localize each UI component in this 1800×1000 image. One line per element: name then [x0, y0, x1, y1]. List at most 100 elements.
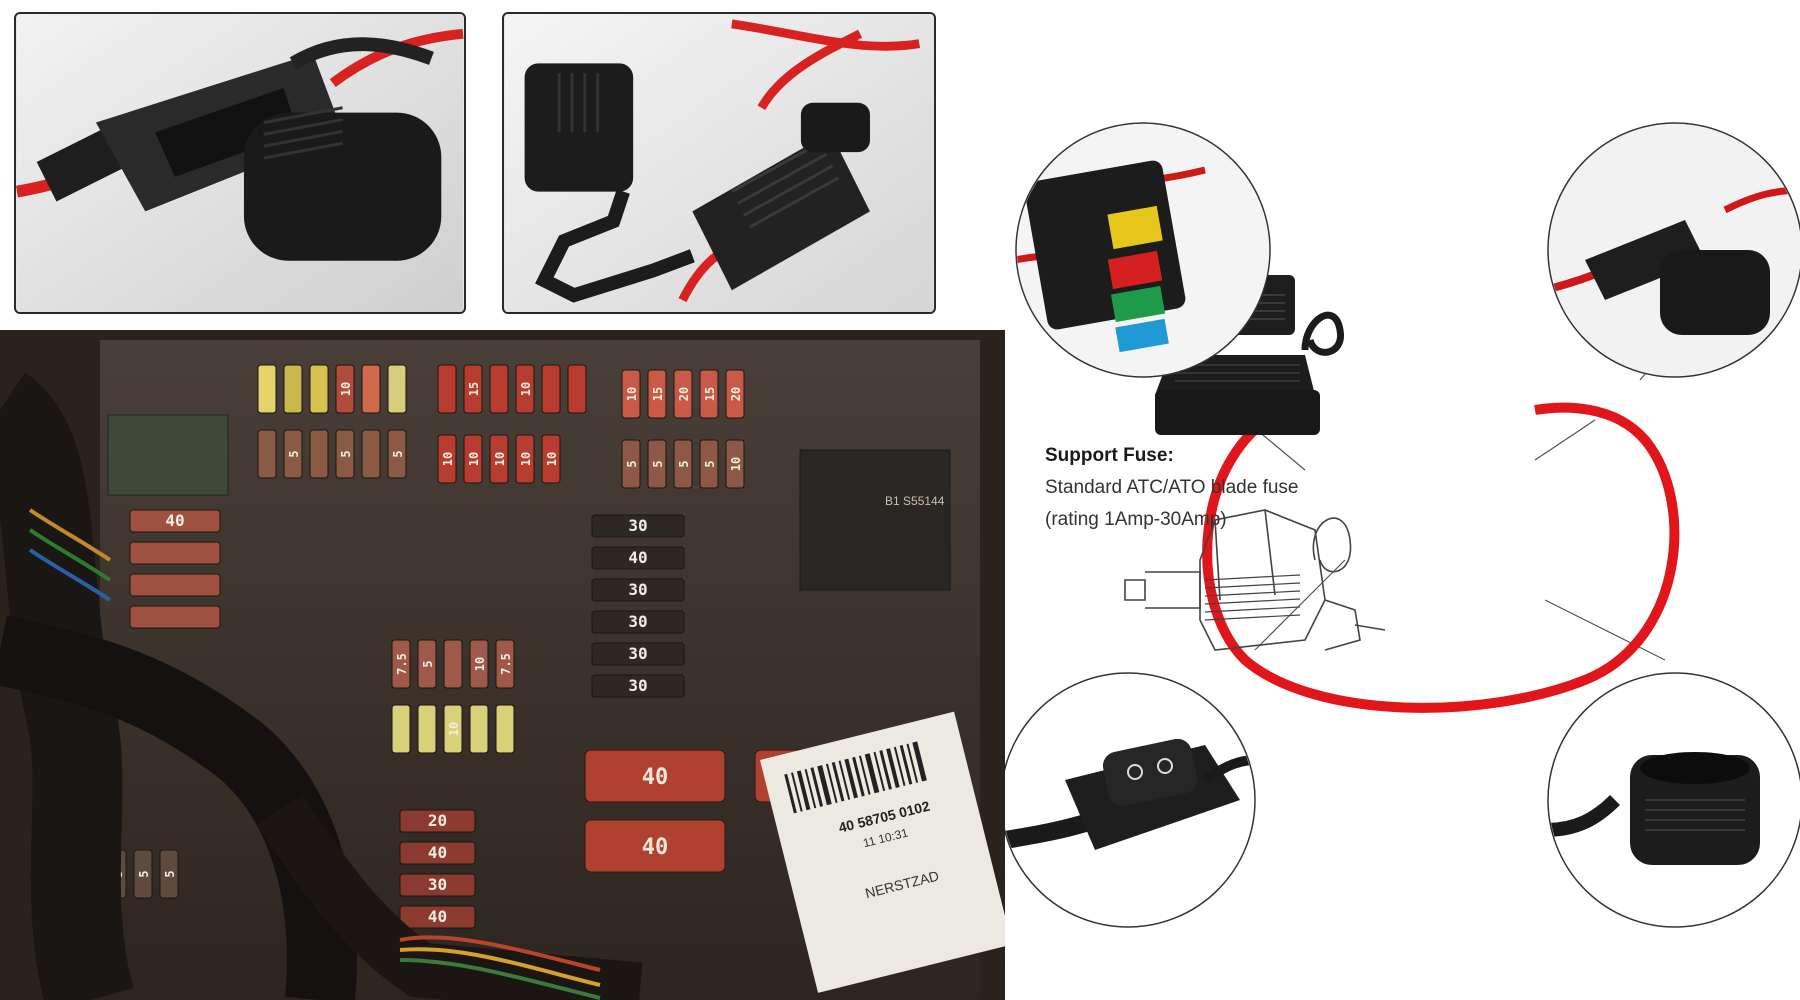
- fuse-rating-label: 15: [651, 387, 665, 401]
- photo-fuse-holder-closed: [14, 12, 466, 314]
- fuse-rating-label: 40: [428, 843, 447, 862]
- support-fuse-text: Support Fuse: Standard ATC/ATO blade fus…: [1045, 440, 1365, 536]
- large-fuse: [584, 749, 726, 803]
- fuse: [463, 434, 483, 484]
- fuse-rating-label: 15: [703, 387, 717, 401]
- fuse: [647, 439, 667, 489]
- fuse: [443, 704, 463, 754]
- fuse: [129, 573, 221, 597]
- fuse: [335, 364, 355, 414]
- fuse-rating-label: 5: [339, 450, 353, 457]
- large-fuse: [584, 819, 726, 873]
- fuse: [399, 841, 476, 865]
- fuse: [417, 704, 437, 754]
- fuse: [699, 439, 719, 489]
- fuse: [283, 429, 303, 479]
- fuse: [673, 439, 693, 489]
- fuse: [463, 364, 483, 414]
- fuse: [591, 578, 685, 602]
- fuse-rating-label: 40: [628, 548, 647, 567]
- diagram-art: [1005, 122, 1800, 928]
- fuse: [129, 509, 221, 533]
- fuse-holder-closed-image: [16, 14, 464, 312]
- fuse: [495, 639, 515, 689]
- fuse: [469, 639, 489, 689]
- fuse: [129, 541, 221, 565]
- fuse: [437, 434, 457, 484]
- fuse: [725, 369, 745, 419]
- fuse: [489, 434, 509, 484]
- fuse-rating-label: 5: [703, 460, 717, 467]
- fuse-rating-label: 10: [545, 452, 559, 466]
- fuse: [591, 674, 685, 698]
- fuse-rating-label: 5: [651, 460, 665, 467]
- fuse: [495, 704, 515, 754]
- fuse: [399, 873, 476, 897]
- fuse: [673, 369, 693, 419]
- fuse: [361, 429, 381, 479]
- fuse: [515, 364, 535, 414]
- fuse: [399, 905, 476, 929]
- large-fuse-label: 40: [642, 765, 669, 790]
- fuse-rating-label: 10: [625, 387, 639, 401]
- fuse: [309, 364, 329, 414]
- fuse: [541, 434, 561, 484]
- support-fuse-line2: (rating 1Amp-30Amp): [1045, 509, 1227, 530]
- fuse: [591, 514, 685, 538]
- fuse-rating-label: 10: [339, 382, 353, 396]
- fuse-rating-label: 5: [163, 870, 177, 877]
- fuse-rating-label: 30: [628, 612, 647, 631]
- fuse: [257, 429, 277, 479]
- fuse: [159, 849, 179, 899]
- photo-fuse-holder-open: [502, 12, 936, 314]
- fuse-rating-label: 40: [428, 907, 447, 926]
- fuse: [621, 369, 641, 419]
- fuse: [417, 639, 437, 689]
- fuse-rating-label: 10: [473, 657, 487, 671]
- fuse-rating-label: 5: [391, 450, 405, 457]
- support-fuse-title: Support Fuse:: [1045, 445, 1174, 466]
- fuse: [591, 546, 685, 570]
- fuse: [443, 639, 463, 689]
- fuse: [469, 704, 489, 754]
- relay-label: B1 S55144: [885, 494, 945, 508]
- fuse-rating-label: 40: [165, 511, 184, 530]
- fuse: [515, 434, 535, 484]
- fuse-rating-label: 7.5: [395, 653, 409, 675]
- fuse: [699, 369, 719, 419]
- fuse: [309, 429, 329, 479]
- fuse-rating-label: 10: [519, 382, 533, 396]
- fuse-rating-label: 10: [447, 722, 461, 736]
- fuse-rating-label: 20: [729, 387, 743, 401]
- fuse: [361, 364, 381, 414]
- fuse-rating-label: 20: [428, 811, 447, 830]
- fuse: [541, 364, 561, 414]
- support-fuse-line1: Standard ATC/ATO blade fuse: [1045, 477, 1299, 498]
- fuse-holder-diagram: Support Fuse: Standard ATC/ATO blade fus…: [1005, 0, 1800, 1000]
- fuse: [489, 364, 509, 414]
- fuse-rating-label: 5: [137, 870, 151, 877]
- fuse: [129, 605, 221, 629]
- fuse: [391, 704, 411, 754]
- fuse-rating-label: 10: [441, 452, 455, 466]
- fuse: [391, 639, 411, 689]
- fuse-rating-label: 30: [428, 875, 447, 894]
- fuse-rating-label: 10: [467, 452, 481, 466]
- fuse-rating-label: 30: [628, 644, 647, 663]
- fuse-rating-label: 10: [493, 452, 507, 466]
- fuse-rating-label: 30: [628, 580, 647, 599]
- fuse-rating-label: 30: [628, 676, 647, 695]
- fuse-rating-label: 30: [628, 516, 647, 535]
- fuse: [387, 364, 407, 414]
- fuse-rating-label: 10: [729, 457, 743, 471]
- fuse-rating-label: 5: [677, 460, 691, 467]
- large-fuse-label: 40: [642, 835, 669, 860]
- fuse: [399, 809, 476, 833]
- fuse: [591, 642, 685, 666]
- fuse-rating-label: 10: [519, 452, 533, 466]
- fuse: [567, 364, 587, 414]
- fuse-holder-open-image: [504, 14, 934, 312]
- fuse: [437, 364, 457, 414]
- fuse: [387, 429, 407, 479]
